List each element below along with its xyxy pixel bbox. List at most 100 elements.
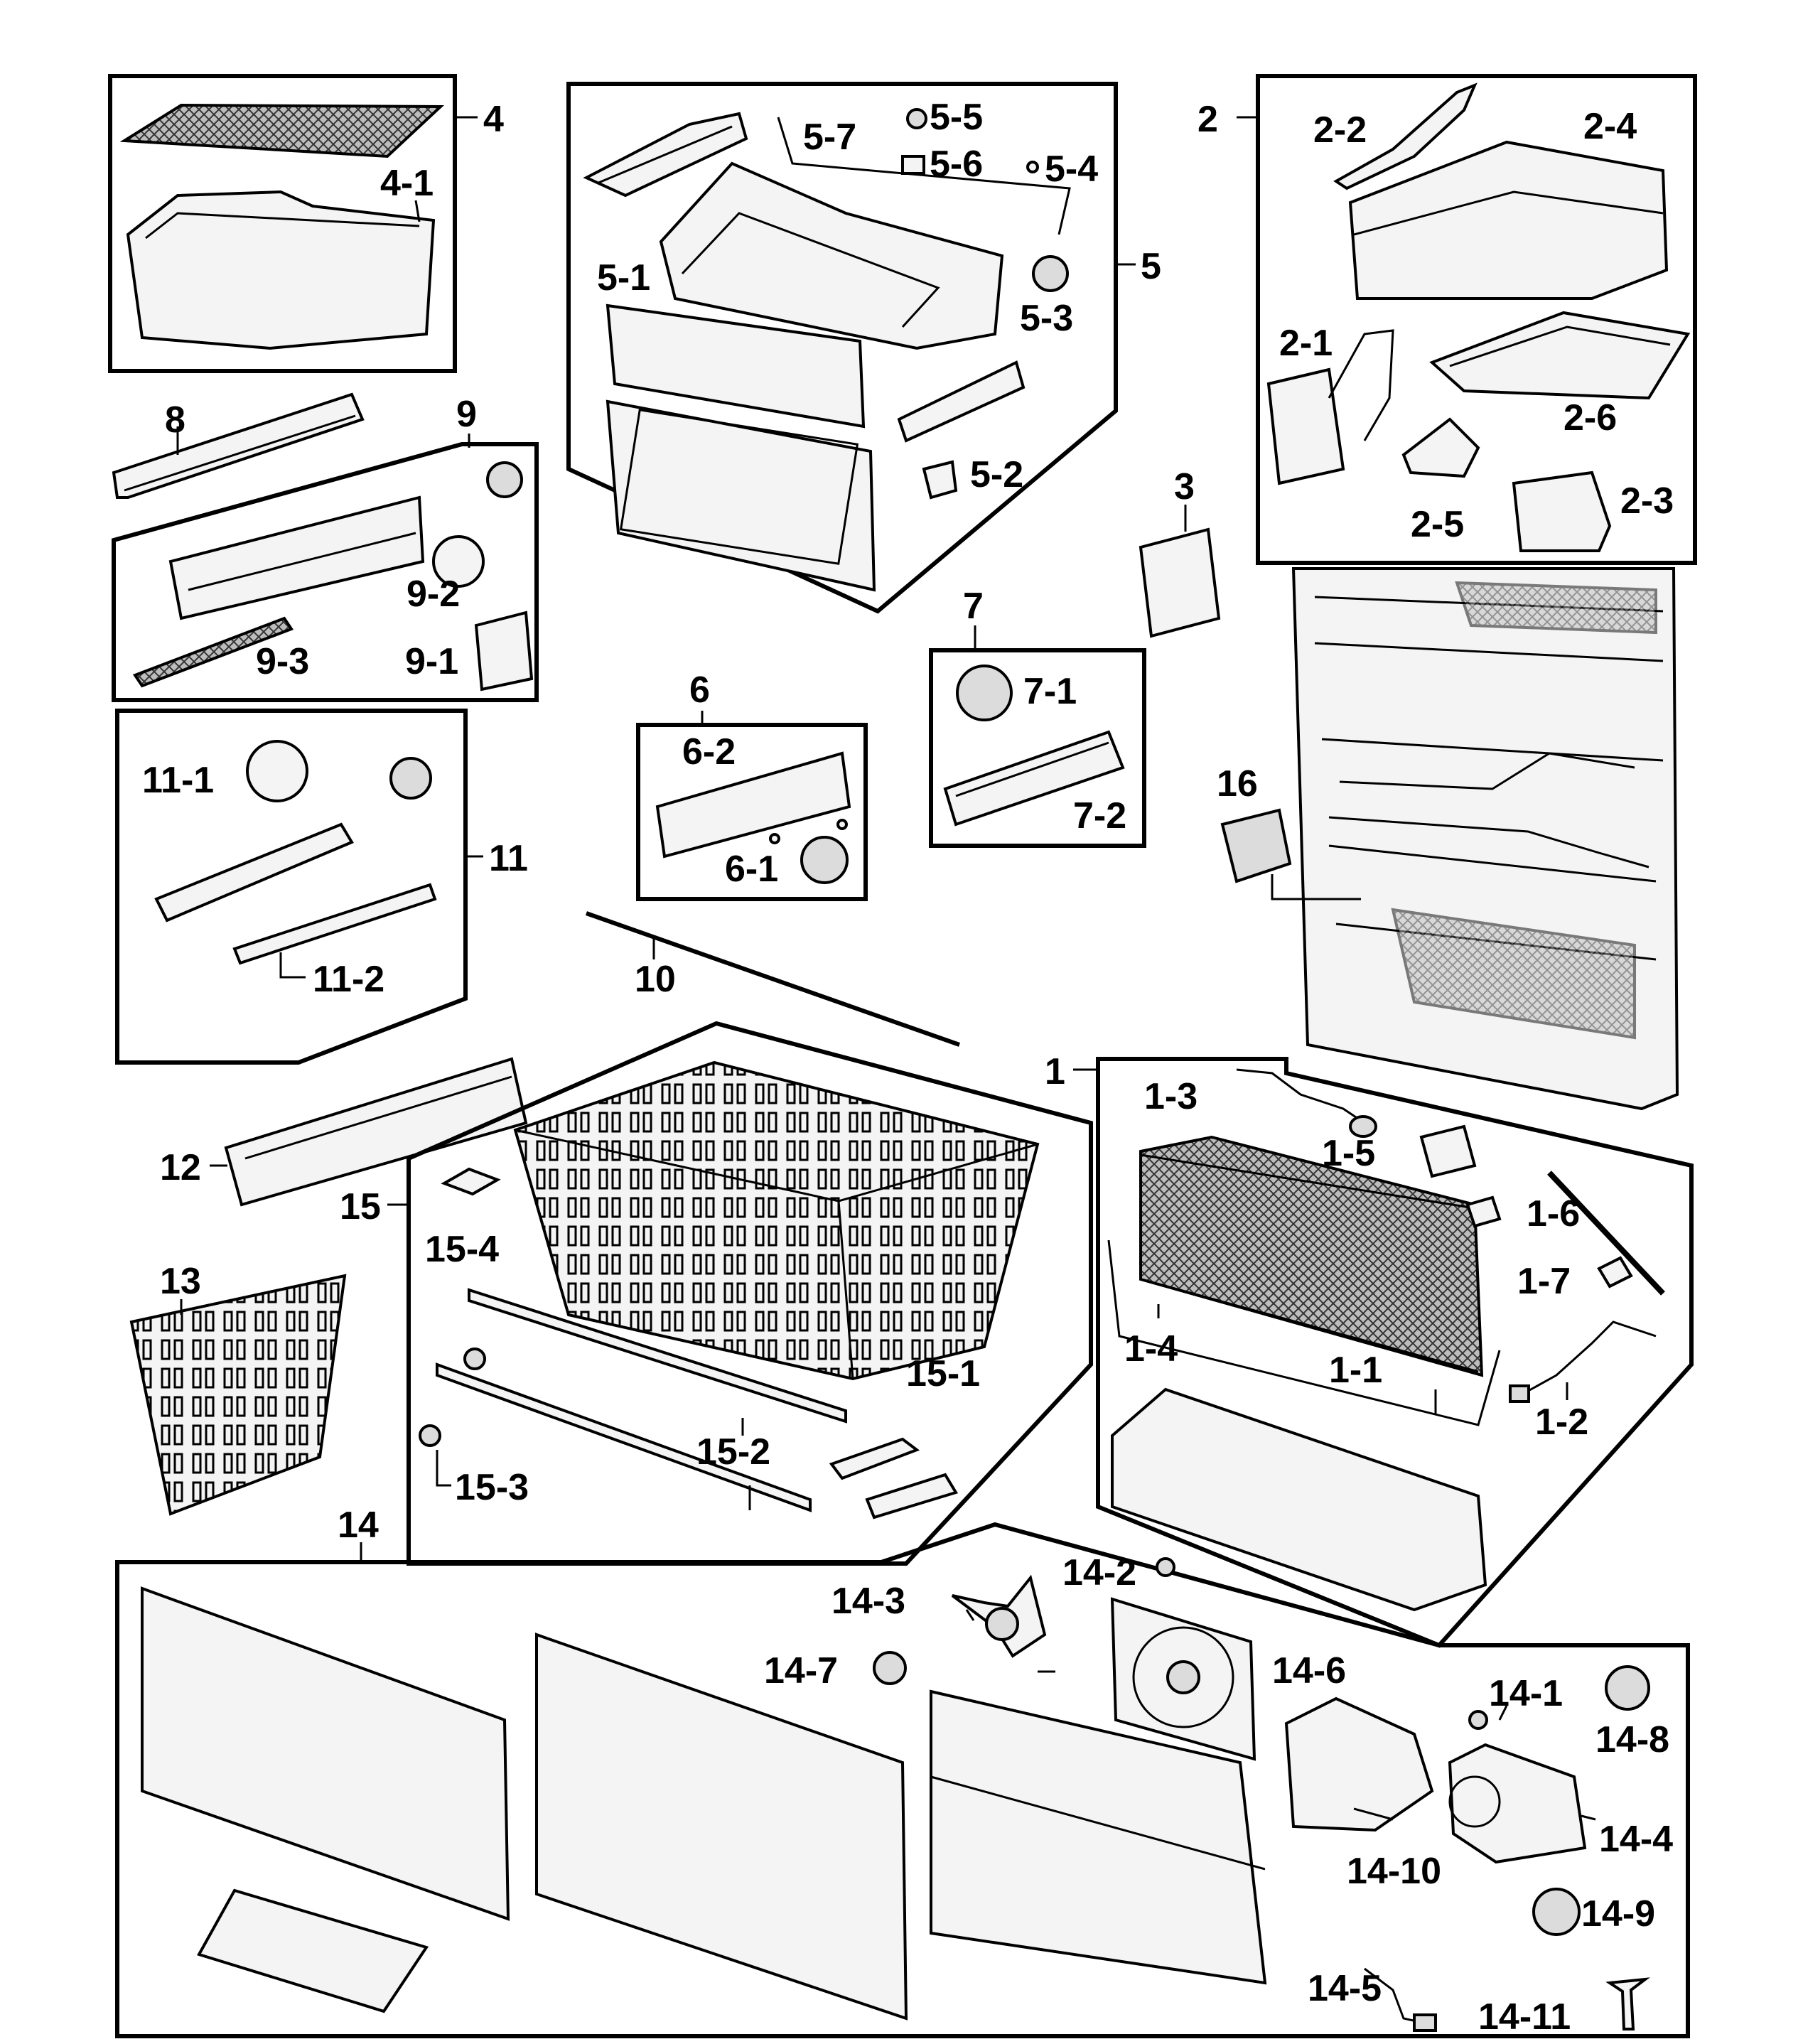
label-1: 1 bbox=[1045, 1051, 1065, 1092]
part-11-cap bbox=[389, 757, 432, 800]
part-5-basket bbox=[659, 161, 1004, 350]
part-14-back-cover bbox=[141, 1586, 510, 1921]
part-13-cover: 13 bbox=[129, 1261, 347, 1516]
label-14-3: 14-3 bbox=[831, 1581, 905, 1622]
part-3-filter-cover: 3 bbox=[1139, 466, 1221, 638]
part-10-rod: 10 bbox=[586, 911, 960, 1047]
label-14-6: 14-6 bbox=[1272, 1650, 1346, 1691]
part-14-8-washer bbox=[1605, 1665, 1650, 1711]
part-5-drawer-front bbox=[606, 399, 876, 592]
part-5-4-screw bbox=[1026, 161, 1039, 173]
label-2-2: 2-2 bbox=[1313, 109, 1367, 151]
label-2-6: 2-6 bbox=[1564, 397, 1617, 439]
label-5-5: 5-5 bbox=[930, 97, 983, 138]
part-4-1-bin bbox=[126, 190, 436, 350]
part-5-3-wheel bbox=[1032, 255, 1069, 292]
group-6-box: 6 6-2 6-1 bbox=[636, 669, 868, 901]
label-2-5: 2-5 bbox=[1411, 504, 1464, 545]
label-14-11: 14-11 bbox=[1478, 1996, 1571, 2038]
part-14-10-housing bbox=[1284, 1696, 1434, 1832]
group-1-box: 1 1-3 1-5 1-6 1-7 1-4 1-1 1-2 bbox=[1045, 1051, 1694, 1648]
label-15-3: 15-3 bbox=[455, 1467, 529, 1508]
part-14-plate bbox=[930, 1689, 1267, 1985]
part-11-2-strip bbox=[232, 883, 437, 965]
part-15-2-rail-bottom bbox=[436, 1362, 812, 1512]
part-4-grille bbox=[119, 103, 445, 158]
label-9-2: 9-2 bbox=[407, 574, 460, 615]
label-3: 3 bbox=[1174, 466, 1195, 507]
part-15-1-basket bbox=[513, 1060, 1040, 1381]
label-14-9: 14-9 bbox=[1581, 1893, 1655, 1935]
part-7-2-bracket bbox=[943, 730, 1125, 827]
label-1-3: 1-3 bbox=[1144, 1076, 1197, 1117]
part-14-2-screw bbox=[1156, 1557, 1175, 1577]
part-14-4-motor bbox=[1448, 1743, 1587, 1864]
label-2-1: 2-1 bbox=[1279, 323, 1333, 364]
group-15-box: 15 15-1 15-2 15-3 15-4 bbox=[340, 1021, 1093, 1566]
part-7-1-wheel bbox=[956, 665, 1013, 721]
label-9-1: 9-1 bbox=[405, 641, 458, 682]
group-2-box: 2 2-1 2-2 2-3 2-4 2-5 2-6 bbox=[1197, 74, 1697, 565]
label-2: 2 bbox=[1197, 99, 1218, 140]
part-6-1-wheel bbox=[800, 836, 849, 884]
label-15-4: 15-4 bbox=[425, 1229, 499, 1270]
label-16: 16 bbox=[1217, 763, 1258, 805]
group-11-box: 11 11-1 11-2 bbox=[115, 709, 528, 1065]
label-2-3: 2-3 bbox=[1620, 480, 1674, 522]
label-1-5: 1-5 bbox=[1322, 1133, 1375, 1174]
label-5-4: 5-4 bbox=[1045, 149, 1098, 190]
group-4-box: 4 4-1 bbox=[108, 74, 504, 373]
part-14-front-cover bbox=[535, 1632, 908, 2021]
label-14-1: 14-1 bbox=[1489, 1673, 1563, 1714]
part-11-1-gear bbox=[246, 740, 308, 802]
part-9-2-gear bbox=[432, 535, 485, 588]
part-9-1-block bbox=[474, 610, 534, 692]
label-10: 10 bbox=[635, 959, 676, 1000]
label-5: 5 bbox=[1141, 246, 1161, 287]
part-1-2-harness bbox=[1524, 1320, 1657, 1394]
part-5-7-wire bbox=[777, 117, 1071, 235]
label-1-1: 1-1 bbox=[1329, 1350, 1382, 1391]
part-15-2-rail-top bbox=[468, 1288, 847, 1424]
part-5-5-cap bbox=[906, 108, 927, 129]
label-14-8: 14-8 bbox=[1595, 1719, 1669, 1760]
part-12-duct: 12 bbox=[160, 1057, 528, 1207]
part-5-side-rail bbox=[897, 360, 1026, 443]
cabinet-frame bbox=[1291, 567, 1679, 1111]
label-12: 12 bbox=[160, 1147, 201, 1188]
part-1-1-tray bbox=[1111, 1387, 1487, 1612]
label-15: 15 bbox=[340, 1186, 381, 1227]
part-16-sensor: 16 bbox=[1217, 763, 1361, 900]
group-7-box: 7 7-1 7-2 bbox=[929, 586, 1146, 848]
part-9-3-strip bbox=[132, 616, 294, 688]
part-15-slide-1 bbox=[829, 1437, 920, 1480]
label-5-2: 5-2 bbox=[970, 454, 1023, 495]
label-7: 7 bbox=[963, 586, 984, 627]
label-1-2: 1-2 bbox=[1535, 1402, 1588, 1443]
label-9: 9 bbox=[456, 394, 477, 435]
label-1-7: 1-7 bbox=[1517, 1261, 1571, 1302]
part-6-2-rail bbox=[655, 751, 851, 859]
label-6-1: 6-1 bbox=[725, 849, 778, 890]
part-14-flap bbox=[197, 1888, 429, 2013]
part-14-11-bolt bbox=[1605, 1977, 1650, 2030]
part-5-1-front bbox=[606, 303, 866, 429]
label-6-2: 6-2 bbox=[682, 731, 736, 773]
part-2-2-arm bbox=[1333, 82, 1478, 190]
label-5-6: 5-6 bbox=[930, 144, 983, 185]
label-14: 14 bbox=[338, 1505, 379, 1546]
label-15-2: 15-2 bbox=[696, 1431, 770, 1473]
group-9-box: 9 9-2 9-3 9-1 bbox=[112, 394, 539, 702]
label-2-4: 2-4 bbox=[1583, 106, 1637, 147]
label-9-3: 9-3 bbox=[256, 641, 309, 682]
label-15-1: 15-1 bbox=[906, 1353, 980, 1394]
part-15-slide-2 bbox=[865, 1473, 959, 1519]
label-4: 4 bbox=[483, 99, 504, 140]
label-14-10: 14-10 bbox=[1347, 1851, 1441, 1892]
label-8: 8 bbox=[165, 399, 185, 441]
label-6: 6 bbox=[689, 669, 710, 711]
label-1-6: 1-6 bbox=[1527, 1193, 1580, 1235]
group-14-box: 14 14-2 14-3 14-7 14-6 14-1 14-8 14-4 14… bbox=[115, 1505, 1690, 2038]
part-8-rail: 8 bbox=[112, 392, 365, 499]
